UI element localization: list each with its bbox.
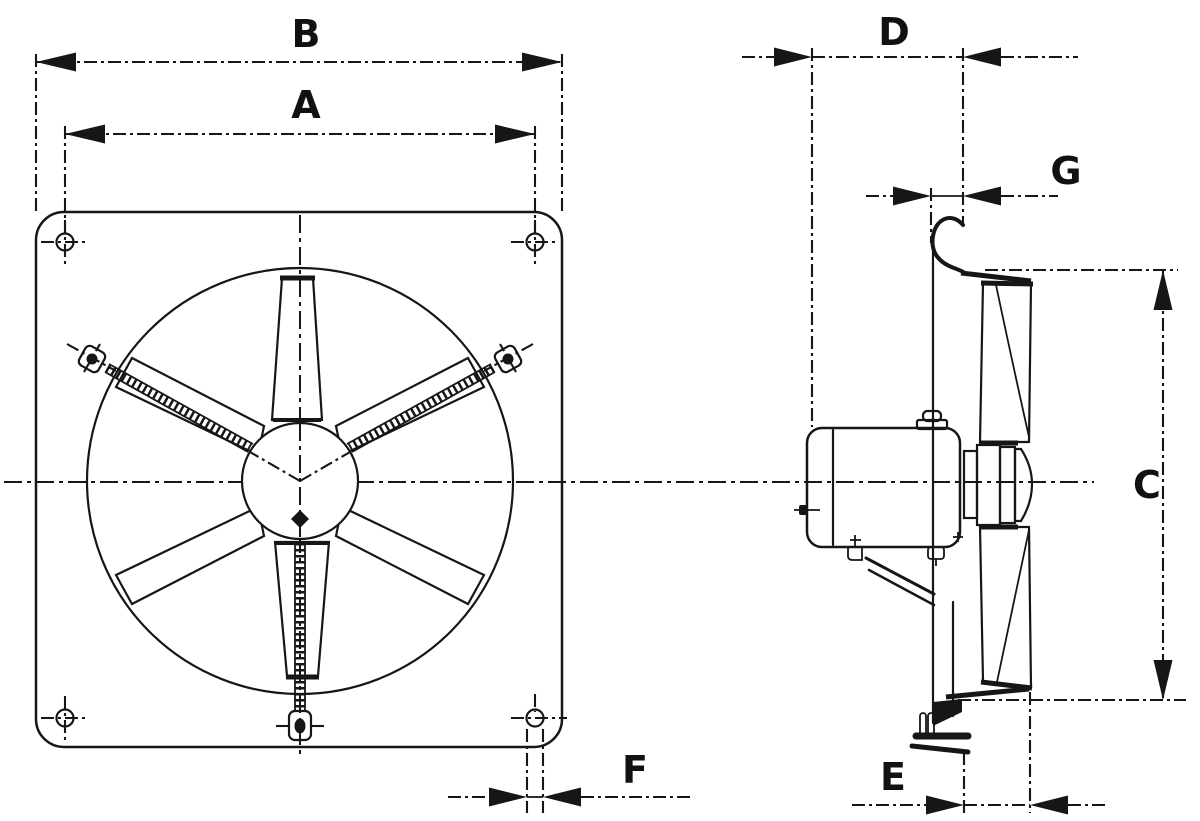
side-blade-lower: [978, 525, 1033, 689]
hub-body: [975, 443, 1002, 527]
motor-body: [805, 426, 962, 549]
strut-edge: [351, 371, 496, 453]
side-hub: [962, 443, 1034, 527]
arrowhead-right: [543, 787, 581, 807]
hub-ring: [998, 445, 1017, 525]
fastener-body: [493, 344, 523, 374]
strut-edge: [346, 363, 492, 445]
guard-fastener-upper-right: [483, 343, 534, 374]
arrowhead-left: [36, 52, 76, 72]
guard-struts: [104, 363, 496, 712]
dimension-label-g: G: [1050, 149, 1081, 193]
bracket-diagonal: [864, 556, 936, 596]
dimension-g: G: [866, 149, 1082, 243]
fastener-bolt: [86, 353, 98, 365]
venturi-bottom-junction: [933, 699, 962, 726]
dimension-label-e: E: [880, 755, 906, 799]
front-view: [34, 210, 567, 758]
arrowhead-right: [963, 47, 1001, 67]
mounting-hole-bottom-right: [511, 694, 567, 728]
venturi-lip-bottom: [945, 686, 1030, 700]
hub-center-mark: [291, 510, 309, 528]
blade-edge-thick: [980, 679, 1033, 691]
terminal-cap-top: [921, 409, 943, 423]
motor-foot-tab: [847, 547, 863, 561]
impeller-blade-top: [270, 276, 324, 422]
support-bracket: [864, 556, 972, 755]
impeller-blade-lower-right: [334, 505, 486, 606]
dimension-b: B: [34, 12, 564, 213]
guard-fastener-upper-left: [66, 343, 117, 374]
strut-edge: [104, 371, 249, 453]
arrowhead-down: [1153, 660, 1173, 700]
dimension-a: A: [63, 83, 537, 231]
hub-flange: [962, 449, 979, 520]
side-blade-upper: [978, 281, 1033, 444]
arrowhead-right: [1030, 795, 1068, 815]
arrowhead-right: [522, 52, 562, 72]
impeller-blade-lower-left: [114, 505, 266, 606]
guard-strut-upper-right: [346, 363, 496, 453]
guard-strut-bottom: [294, 541, 306, 712]
dimension-label-d: D: [878, 10, 910, 54]
dimension-d: D: [742, 10, 1078, 427]
dimension-label-a: A: [291, 83, 321, 127]
mounting-plate: [34, 210, 564, 749]
fastener-body: [77, 344, 107, 374]
strut-edge: [108, 363, 254, 445]
side-blades: [978, 280, 1034, 691]
hub-diagonal-centerline: [299, 451, 351, 482]
arrowhead-left: [65, 124, 105, 144]
fastener-bolt: [294, 718, 306, 734]
side-view: [794, 216, 1034, 755]
dimension-label-c: C: [1133, 463, 1161, 507]
bell-mouth-curl: [930, 216, 966, 275]
dimension-c: C: [958, 268, 1186, 702]
arrowhead-right: [495, 124, 535, 144]
dimension-f: F: [448, 729, 694, 813]
impeller-blade-upper-left: [114, 356, 266, 457]
bracket-diagonal: [867, 568, 936, 607]
arrowhead-right: [963, 186, 1001, 206]
mounting-hole-bottom-left: [41, 696, 89, 740]
fastener-bolt: [502, 353, 514, 365]
dimension-label-f: F: [622, 748, 648, 792]
arrowhead-left: [489, 787, 527, 807]
arrowhead-left: [926, 795, 964, 815]
arrowhead-left: [774, 47, 812, 67]
motor: [794, 409, 963, 566]
hub-cap: [1013, 447, 1034, 523]
blade-edge-thick: [980, 280, 1034, 287]
guard-strut-upper-left: [104, 363, 254, 453]
arrowhead-left: [893, 186, 931, 206]
blade-contour: [996, 529, 1030, 683]
venturi-lip-top: [960, 270, 1032, 284]
impeller-blade-upper-right: [334, 356, 486, 457]
hub-diagonal-centerline: [249, 451, 301, 482]
guard-fastener-bottom: [276, 709, 324, 742]
arrowhead-up: [1153, 270, 1173, 310]
dimension-label-b: B: [292, 12, 321, 56]
blade-contour: [995, 284, 1030, 438]
foot-flange: [909, 743, 971, 755]
mount-nut: [927, 546, 945, 560]
dimension-e: E: [852, 692, 1106, 815]
